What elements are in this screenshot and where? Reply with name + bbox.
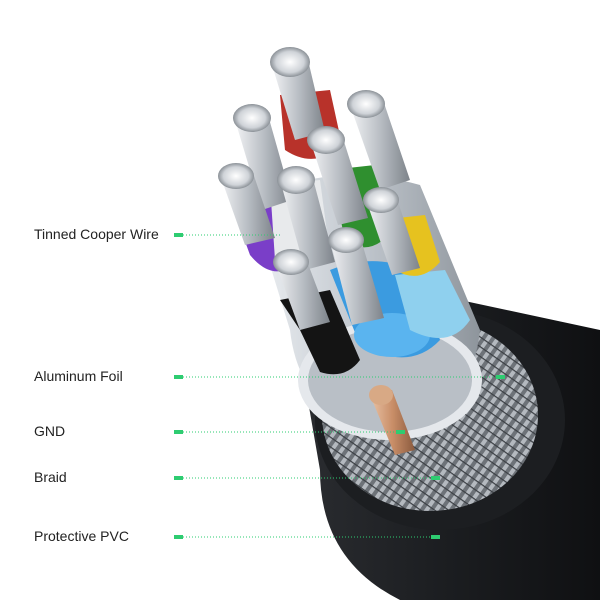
tinned-copper-strands — [218, 47, 420, 330]
label-aluminum-foil: Aluminum Foil — [34, 368, 123, 384]
wire-cyan — [395, 270, 470, 338]
leader-lines — [180, 234, 500, 538]
label-braid: Braid — [34, 469, 67, 485]
label-tinned-cooper-wire: Tinned Cooper Wire — [34, 226, 159, 242]
label-gnd: GND — [34, 423, 66, 439]
leader-markers — [174, 233, 505, 539]
gnd-drain-wire — [369, 385, 415, 455]
label-protective-pvc: Protective PVC — [34, 528, 129, 544]
